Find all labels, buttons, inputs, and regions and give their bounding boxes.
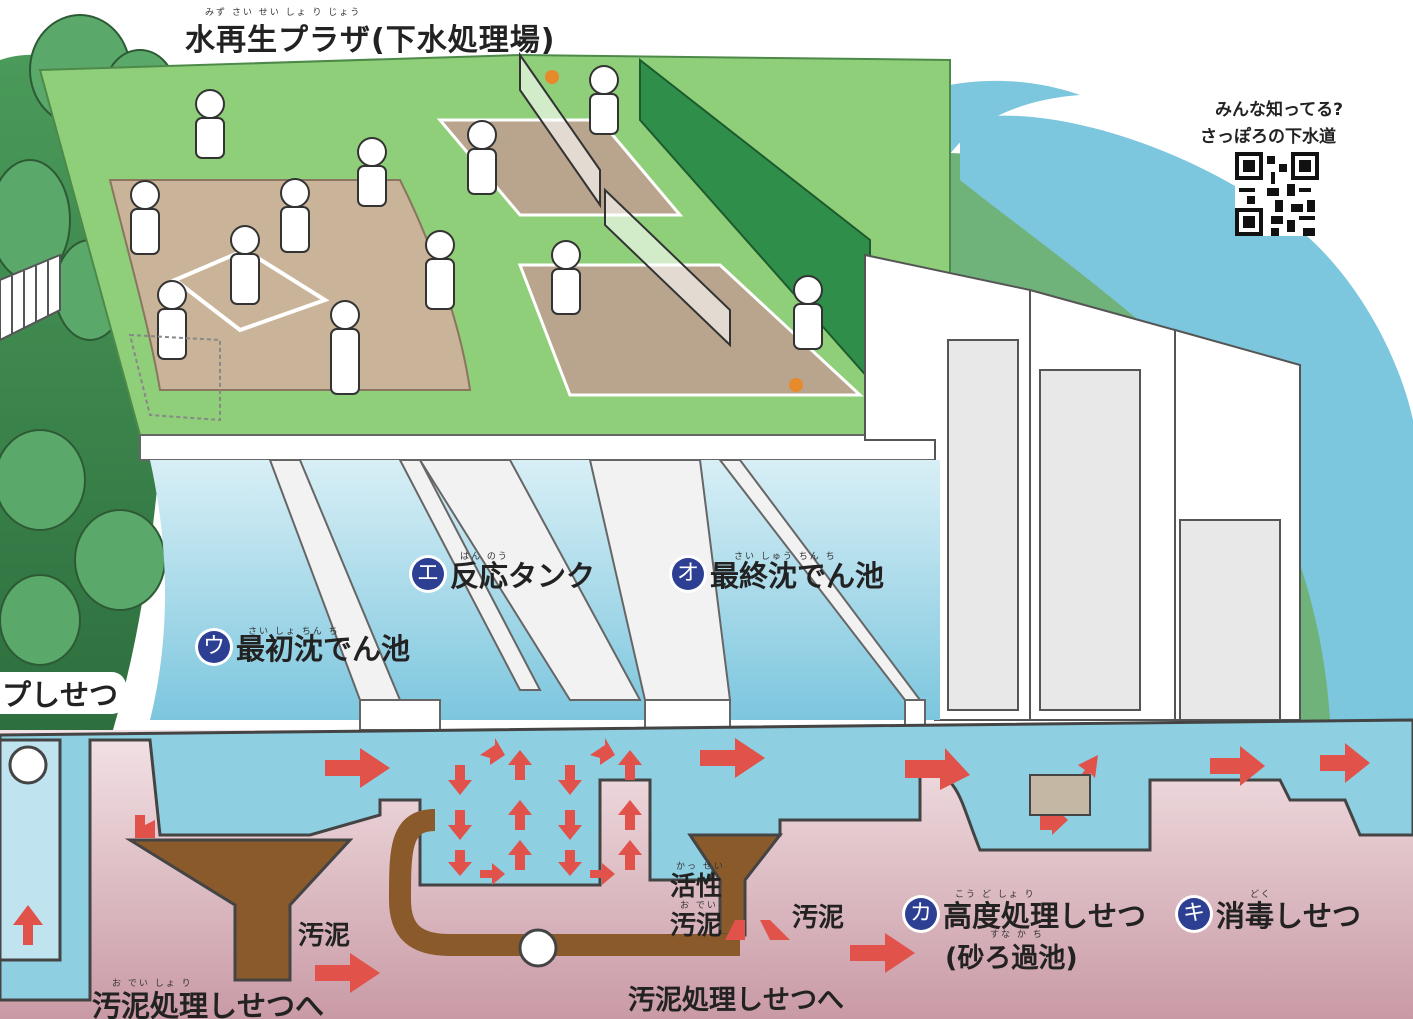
sludge-hopper xyxy=(124,838,354,982)
badge-ki: キ xyxy=(1178,898,1210,930)
roof-edge xyxy=(139,434,951,461)
tennis-ball xyxy=(545,70,559,84)
to-sludge-left-ruby: お でい しょ り xyxy=(112,979,193,989)
page-title: 水再生プラザ(下水処理場) xyxy=(185,23,556,58)
qr-caption-line1: みんな知ってる? xyxy=(1215,100,1344,120)
to-sludge-facility-left: 汚泥処理しせつへ xyxy=(92,989,325,1019)
facility-u-ruby: さい しょ ちん ち xyxy=(248,627,340,637)
pump-wheel xyxy=(8,745,48,785)
facility-e-ruby: はん のう xyxy=(460,552,509,562)
sand-filter xyxy=(1029,774,1091,816)
pump-facility-label: プしせつ xyxy=(0,672,127,714)
facility-ka-sub-ruby: すな か ち xyxy=(990,930,1044,940)
badge-o: オ xyxy=(672,558,704,590)
qr-code-icon xyxy=(1235,152,1319,236)
badge-e: エ xyxy=(412,558,444,590)
activated-sludge-2: 汚泥 xyxy=(670,911,723,941)
badge-u: ウ xyxy=(198,631,230,663)
facility-u-label: ウ最初沈でん池 xyxy=(198,626,410,668)
facility-o-ruby: さい しゅう ちん ち xyxy=(734,552,837,562)
facility-u-text: 最初沈でん池 xyxy=(236,632,411,666)
sludge-pump xyxy=(518,928,558,968)
sludge-pipe xyxy=(388,809,740,956)
qr-caption-line2: さっぽろの下水道 xyxy=(1200,127,1336,147)
title-ruby: みず さい せい しょ り じょう xyxy=(205,8,362,18)
flow-arrows xyxy=(13,738,1370,993)
sludge-label-right: 汚泥 xyxy=(792,903,845,933)
facility-ka-label: カ高度処理しせつ xyxy=(905,893,1146,935)
players xyxy=(130,65,823,395)
facility-ki-label: キ消毒しせつ xyxy=(1178,893,1361,935)
facility-ki-text: 消毒しせつ xyxy=(1216,899,1362,933)
basin-top xyxy=(359,699,441,731)
badge-ka: カ xyxy=(905,898,937,930)
facility-o-label: オ最終沈でん池 xyxy=(672,553,884,595)
tank-walls xyxy=(268,459,922,701)
basin-top xyxy=(644,699,731,731)
activated-sludge-1: 活性 xyxy=(670,872,723,902)
left-fence xyxy=(0,253,61,342)
tennis-ball xyxy=(789,378,803,392)
activated-ruby-1: かっ せい xyxy=(676,862,725,872)
facility-ki-ruby: どく xyxy=(1250,890,1272,900)
river xyxy=(960,115,1413,720)
sludge-label-left: 汚泥 xyxy=(298,921,351,951)
facility-e-text: 反応タンク xyxy=(450,559,596,593)
activated-ruby-2: お でい xyxy=(680,901,718,911)
facility-ka-ruby: こう ど しょ り xyxy=(955,890,1036,900)
facility-o-text: 最終沈でん池 xyxy=(710,559,885,593)
facility-ka-text: 高度処理しせつ xyxy=(943,899,1147,933)
to-sludge-facility-center: 汚泥処理しせつへ xyxy=(628,985,844,1016)
facility-e-label: エ反応タンク xyxy=(412,553,595,595)
aeration-arrows xyxy=(448,738,642,885)
baseball-field xyxy=(108,179,472,391)
facility-ka-sub: (砂ろ過池) xyxy=(945,943,1078,974)
qr-code[interactable] xyxy=(1235,152,1319,236)
diamond-lines xyxy=(171,247,330,333)
tennis-nets xyxy=(519,51,731,348)
backstop-net xyxy=(128,333,221,422)
